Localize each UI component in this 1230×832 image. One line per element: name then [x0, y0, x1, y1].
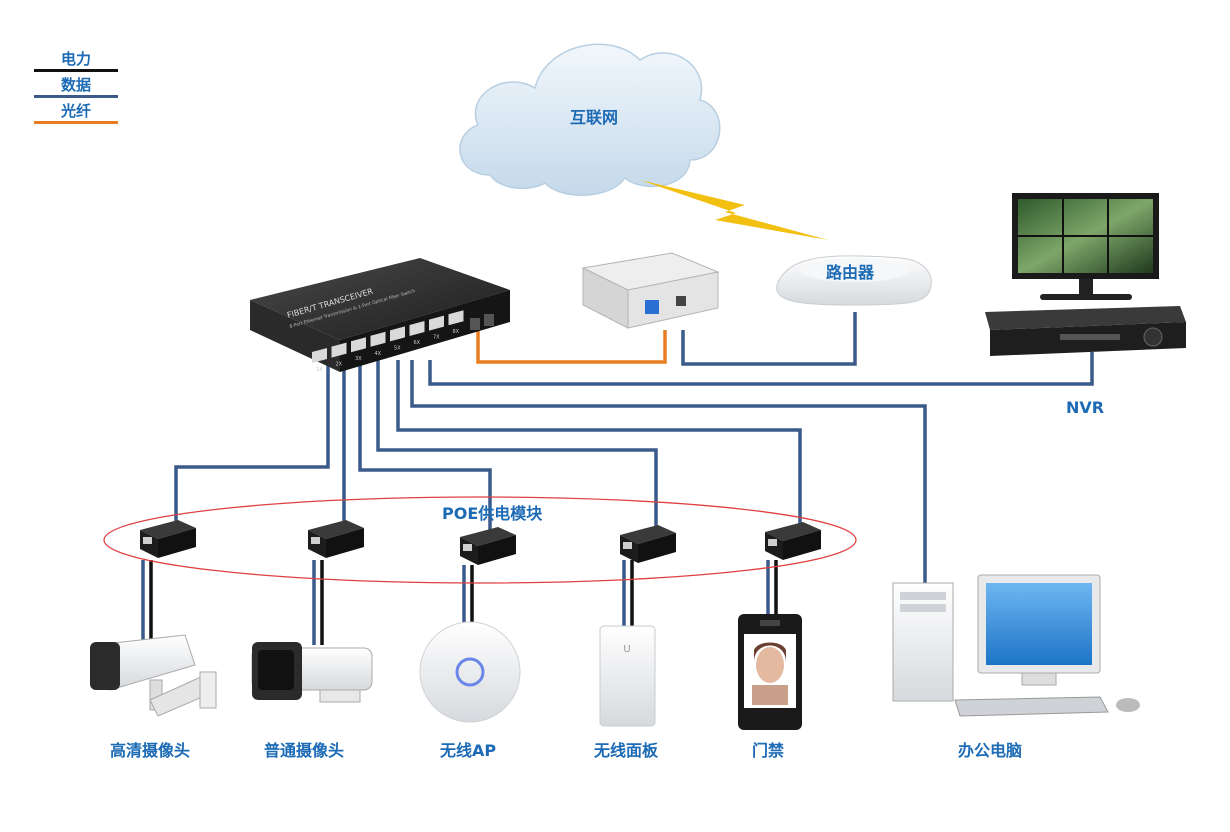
switch-fiber-port-2	[484, 314, 494, 326]
internet-label: 互联网	[570, 108, 619, 127]
poe-modules	[140, 520, 821, 565]
poe-module-2	[308, 520, 364, 558]
wireless-link-lightning	[640, 180, 828, 240]
hd-camera-icon	[90, 634, 217, 717]
switch-port-8	[448, 310, 464, 326]
switch-port-2	[331, 342, 347, 358]
legend-fiber-label: 光纤	[60, 102, 91, 120]
switch-port-6	[409, 321, 425, 336]
poe-group-ellipse	[103, 496, 857, 584]
nvr-monitor	[1012, 193, 1159, 300]
door-access-icon	[738, 614, 802, 730]
standard-camera-icon	[251, 642, 373, 703]
legend-power-line	[34, 69, 118, 72]
switch-port-label-8: 8X	[453, 329, 460, 335]
switch-port-label-3: 3X	[355, 356, 362, 362]
switch-port-1	[312, 348, 327, 363]
legend-data-label: 数据	[60, 76, 91, 94]
standard-camera-label: 普通摄像头	[264, 741, 345, 760]
nvr-recorder	[985, 306, 1186, 356]
switch-port-5	[390, 326, 405, 342]
legend-power-label: 电力	[60, 50, 91, 68]
switch-port-row: 1X 2X 3X 4X 5X 6X 7X 8X	[312, 310, 494, 373]
switch-port-label-4: 4X	[375, 351, 382, 357]
wireless-ap-icon	[419, 621, 521, 723]
switch-port-label-2: 2X	[336, 362, 343, 368]
wireless-panel-label: 无线面板	[594, 741, 659, 760]
poe-module-4	[620, 525, 676, 563]
switch-port-label-6: 6X	[414, 340, 421, 346]
switch-port-label-7: 7X	[433, 335, 440, 341]
internet-cloud	[459, 43, 721, 196]
door-access-label: 门禁	[752, 741, 785, 760]
poe-module-1	[140, 520, 196, 558]
poe-label: POE供电模块	[442, 504, 543, 523]
legend-data-line	[34, 95, 118, 98]
wireless-panel-icon: U	[599, 625, 656, 727]
switch-port-4	[370, 331, 386, 347]
legend-fiber-line	[34, 121, 118, 124]
hd-camera-label: 高清摄像头	[110, 741, 191, 760]
poe-module-5	[765, 522, 821, 560]
office-pc-label: 办公电脑	[958, 741, 1023, 760]
switch-port-3	[351, 337, 366, 353]
wireless-ap-label: 无线AP	[440, 741, 497, 760]
switch-port-7	[429, 315, 444, 331]
legend-fiber: 光纤	[34, 102, 118, 124]
switch-port-label-5: 5X	[394, 345, 401, 351]
svg-text:U: U	[623, 644, 630, 655]
switch-port-label-1: 1X	[316, 367, 323, 373]
legend-power: 电力	[34, 50, 118, 72]
media-converter	[581, 252, 720, 329]
legend-data: 数据	[34, 76, 118, 98]
router	[776, 255, 932, 306]
router-label: 路由器	[826, 263, 875, 282]
nvr-label: NVR	[1066, 398, 1105, 417]
network-lines	[141, 312, 1094, 645]
switch-fiber-port-1	[470, 318, 480, 330]
switch-ports	[312, 261, 326, 275]
office-pc-icon	[892, 574, 1140, 717]
poe-module-3	[460, 527, 516, 565]
